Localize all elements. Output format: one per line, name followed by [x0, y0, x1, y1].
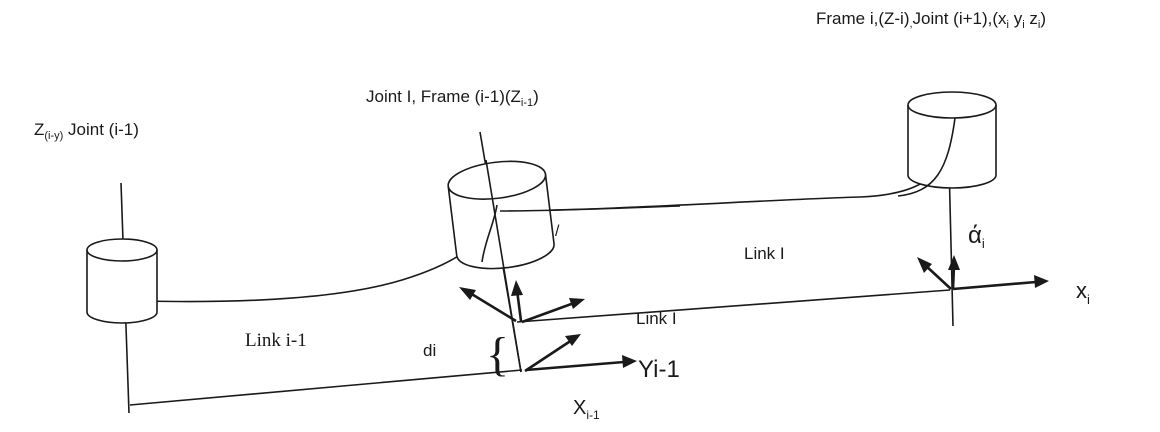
label-xi: xi [1076, 278, 1090, 307]
arrowhead-right-up [569, 298, 585, 309]
joint-cylinder-middle [447, 160, 555, 270]
frame-arrows-middle [459, 280, 637, 373]
arrowhead-yi1 [622, 355, 637, 368]
joint-axis-right [948, 162, 954, 327]
label-xi-1: Xi-1 [573, 397, 600, 422]
arrowhead-xi1-diag [565, 334, 581, 346]
label-yi-1: Yi-1 [638, 356, 680, 383]
middle-axis-over-cylinder [485, 159, 522, 373]
tick-mark: / [555, 223, 560, 240]
middle-cylinder-inner-curve [481, 204, 498, 263]
frame-arrows-right [917, 255, 1049, 291]
arrowhead-xi [1034, 275, 1049, 288]
link-curve-next [499, 117, 956, 212]
joint-cylinder-left [86, 238, 158, 324]
arrow-yi1 [525, 360, 625, 372]
arrow-xi [952, 280, 1037, 291]
link-curve-next-top [499, 205, 681, 212]
arrow-xi1-diag [524, 338, 573, 373]
link-curve-prev [140, 212, 496, 303]
label-alpha-i: άi [968, 222, 985, 251]
label-link-i-lower: Link I [636, 309, 677, 328]
arrowhead-right-z-up [948, 255, 960, 270]
brace-di: { [486, 328, 509, 381]
label-link-i-upper: Link I [744, 244, 785, 263]
label-link-prev: Link i-1 [245, 330, 307, 351]
arrowhead-z-up [511, 280, 523, 296]
link-line-common-normal [516, 289, 951, 323]
label-frame-i: Frame i,(Z-i),Joint (i+1),(xi yi zi) [816, 9, 1046, 31]
label-joint-i-frame: Joint I, Frame (i-1)(Zi-1) [366, 87, 539, 109]
arrowhead-left-up [459, 287, 476, 300]
arrowhead-right-left-up [917, 257, 932, 273]
joint-cylinder-right [907, 91, 997, 189]
arrow-right-up [521, 301, 575, 324]
base-line-lower [129, 369, 523, 406]
label-z-joint-prev: Z(i-y) Joint (i-1) [34, 120, 139, 142]
arrow-right-left-up [924, 264, 952, 290]
label-di: di [423, 341, 436, 360]
arrow-left-up [469, 291, 517, 323]
link-curve-right-into-cylinder [897, 117, 956, 197]
